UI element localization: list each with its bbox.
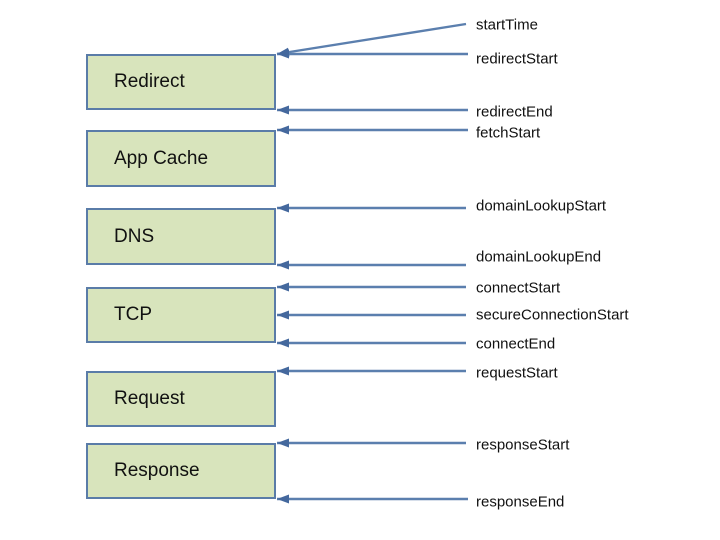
timing-label-domain-lookup-start: domainLookupStart	[476, 197, 607, 215]
phase-box-dns: DNS	[86, 208, 276, 265]
phase-box-label: Response	[114, 460, 200, 481]
phase-box-app-cache: App Cache	[86, 130, 276, 187]
timing-label-response-end: responseEnd	[476, 493, 565, 511]
phase-box-redirect: Redirect	[86, 54, 276, 110]
phase-box-label: DNS	[114, 225, 155, 247]
start-time-arrow	[276, 22, 467, 57]
phase-box-label: App Cache	[114, 147, 209, 169]
phase-box-label: Redirect	[114, 71, 185, 92]
timing-label-redirect-start: redirectStart	[476, 50, 558, 68]
timing-label-secure-connection-start: secureConnectionStart	[476, 306, 629, 324]
timing-label-fetch-start: fetchStart	[476, 124, 541, 142]
phase-box-label: Request	[114, 388, 185, 409]
phase-box-request: Request	[86, 371, 276, 427]
timing-label-domain-lookup-end: domainLookupEnd	[476, 248, 602, 266]
timing-label-connect-end: connectEnd	[476, 335, 556, 353]
timing-label-response-start: responseStart	[476, 436, 570, 454]
phase-box-label: TCP	[114, 304, 152, 325]
phase-box-response: Response	[86, 443, 276, 499]
phase-box-tcp: TCP	[86, 287, 276, 343]
timing-label-redirect-end: redirectEnd	[476, 103, 553, 121]
timing-label-connect-start: connectStart	[476, 279, 561, 297]
timing-label-request-start: requestStart	[476, 364, 558, 382]
timing-label-start-time: startTime	[476, 16, 538, 34]
